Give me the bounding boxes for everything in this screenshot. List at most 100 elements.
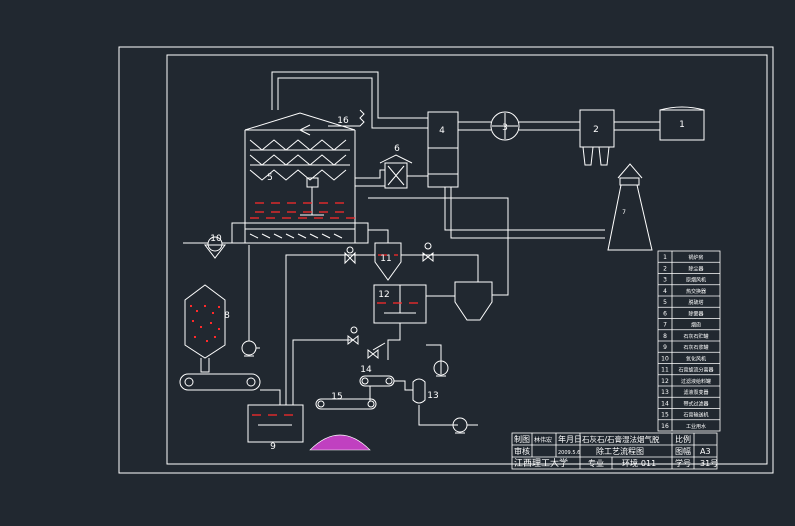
- pump-absorber: [241, 340, 260, 357]
- slurry-return-line: [260, 389, 281, 405]
- gas-line-top: [271, 71, 428, 119]
- tb-drawn-name: 林伟宏: [534, 436, 552, 444]
- label-heat-exchanger: 4: [439, 126, 445, 136]
- valve-filter: [367, 342, 386, 360]
- gas-line-top-inner: [277, 77, 428, 129]
- gas-line-hx-chimney: [444, 187, 605, 239]
- inner-frame: [166, 54, 768, 465]
- legend-number: 10: [661, 355, 669, 362]
- label-thickener: 12: [378, 290, 389, 300]
- title-block: [511, 432, 718, 470]
- settler: [454, 281, 493, 321]
- legend-number: 8: [663, 333, 667, 340]
- gypsum-conveyor: [315, 398, 377, 410]
- legend-number: 7: [663, 322, 667, 329]
- boiler: [659, 106, 705, 141]
- legend-number: 12: [661, 378, 669, 385]
- oxidation-blower: [203, 236, 227, 259]
- legend-number: 1: [663, 254, 667, 261]
- overflow-line: [401, 254, 479, 282]
- label-belt-filter: 14: [360, 365, 372, 375]
- label-process-water: 16: [337, 116, 349, 126]
- label-oxidation-blower: 10: [210, 234, 222, 244]
- valve-cyclone: [344, 246, 356, 265]
- legend-number: 6: [663, 310, 667, 317]
- legend-number: 3: [663, 277, 667, 284]
- label-precipitator: 2: [593, 125, 599, 135]
- pump-filtrate: [433, 360, 449, 377]
- tb-scale-label: 比例: [675, 434, 691, 444]
- heat-exchanger: [427, 111, 459, 188]
- label-limestone-bin: 8: [224, 311, 230, 321]
- legend-table: [657, 250, 721, 432]
- limestone-bin: [184, 284, 226, 373]
- tb-number-value: 31号: [700, 459, 718, 468]
- slurry-feed-line: [285, 254, 375, 405]
- legend-name: 滤液泵变器: [683, 389, 708, 396]
- legend-number: 13: [661, 389, 669, 396]
- legend-name: 烟囱: [691, 322, 701, 329]
- tb-date-value: 2009.5.6: [558, 450, 580, 456]
- gypsum-pile: [309, 434, 371, 451]
- label-demister: 6: [394, 144, 400, 154]
- legend-name: 热交换器: [686, 288, 706, 295]
- legend-name: 过滤液给料罐: [681, 378, 711, 385]
- tb-size-label: 图幅: [675, 446, 691, 456]
- fan: [490, 111, 520, 141]
- process-water-inlet: [299, 109, 365, 136]
- filtrate-up-line: [426, 344, 442, 374]
- tb-title: 石灰石/石膏湿法烟气脱: [582, 434, 660, 444]
- legend-number: 5: [663, 299, 667, 306]
- thickener-filter-line: [387, 323, 401, 360]
- gas-line-absorber-hx: [355, 169, 385, 187]
- label-absorber: 5: [267, 173, 273, 183]
- legend-number: 16: [661, 423, 669, 430]
- filtrate-receiver: [412, 378, 426, 404]
- legend-name: 石灰石贮罐: [683, 333, 708, 340]
- precipitator: [579, 109, 615, 166]
- pump-discharge: [452, 417, 478, 434]
- legend-number: 11: [661, 367, 669, 374]
- legend-name: 石膏旋流分离器: [678, 367, 713, 374]
- legend-number: 15: [661, 412, 669, 419]
- chimney: [607, 163, 653, 251]
- belt-filter: [359, 375, 395, 387]
- label-hydrocyclone: 11: [380, 254, 391, 264]
- valve-thickener: [347, 326, 359, 346]
- limestone-conveyor: [179, 373, 261, 391]
- feed-tank-line: [292, 339, 352, 405]
- slurry-tank: [247, 404, 304, 443]
- gas-line-precip-fan: [519, 121, 580, 131]
- legend-number: 2: [663, 265, 667, 272]
- legend-name: 氧化风机: [686, 355, 706, 362]
- tb-checked-by: 审核: [514, 446, 530, 456]
- legend-name: 石灰石浆罐: [683, 344, 708, 351]
- legend-number: 9: [663, 344, 667, 351]
- legend-name: 除尘器: [688, 265, 703, 272]
- tb-school: 江西理工大学: [514, 457, 568, 469]
- legend-name: 原烟风机: [686, 277, 706, 284]
- hydrocyclone: [374, 242, 402, 281]
- label-slurry-tank: 9: [270, 442, 276, 452]
- demister: [379, 154, 413, 189]
- valve-overflow: [422, 242, 434, 263]
- outer-frame: [118, 46, 774, 474]
- label-boiler: 1: [679, 120, 685, 130]
- legend-number: 14: [661, 400, 669, 407]
- agitator-shaft: [300, 187, 324, 216]
- legend-name: 除雾器: [688, 310, 703, 317]
- tb-size-value: A3: [700, 447, 711, 456]
- label-gypsum-conveyor: 15: [331, 392, 342, 402]
- legend-name: 脱硫塔: [688, 299, 703, 306]
- absorber-tower: [231, 112, 369, 244]
- legend-name: 带式过滤器: [683, 400, 708, 407]
- tb-date-label: 年月日: [558, 434, 582, 444]
- legend-name: 石膏输送机: [683, 412, 708, 419]
- label-fan: 3: [502, 123, 508, 133]
- tb-major-label: 专业: [588, 458, 604, 468]
- tb-class-value: 环境-011: [622, 458, 656, 468]
- label-chimney: 7: [622, 209, 626, 216]
- gas-line-boiler-precip: [614, 121, 660, 131]
- return-line-settler: [368, 197, 509, 296]
